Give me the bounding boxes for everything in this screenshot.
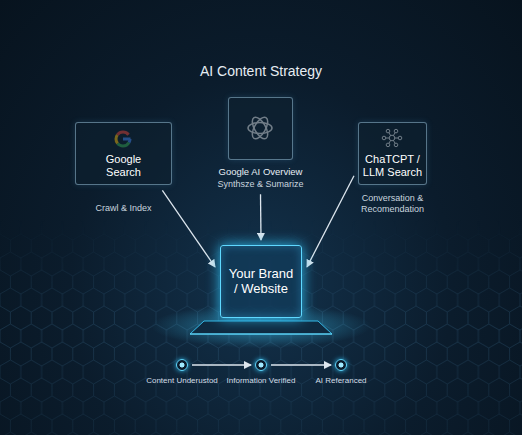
node-caption: Conversation & Recomendation [353, 193, 433, 214]
node-label: ChaTCPT / LLM Search [362, 153, 423, 178]
step-dot: Content Underustod [144, 359, 220, 385]
hex-floor [0, 220, 522, 435]
node-label: Google Search [97, 153, 151, 178]
flow-arrow [260, 194, 262, 240]
node-caption: Synthsze & Sumarize [217, 179, 303, 189]
platform [190, 321, 332, 334]
node-frame: Your Brand / Website [220, 245, 302, 318]
node-caption: Information Verified [227, 376, 296, 385]
overview-box: Google AI OverviewSynthsze & Sumarize [199, 97, 323, 189]
node-label: Your Brand / Website [226, 267, 296, 297]
step-circle [176, 359, 188, 371]
brand-box: Your Brand / Website [220, 245, 302, 318]
node-caption: Content Underustod [146, 376, 218, 385]
flow-arrow [162, 190, 215, 267]
step-circle [255, 359, 267, 371]
node-frame: Google Search [75, 122, 172, 185]
node-caption: Crawl & Index [95, 203, 151, 213]
node-caption: AI Referanced [315, 376, 366, 385]
step-circle [335, 359, 347, 371]
step-dot: AI Referanced [306, 359, 376, 385]
flow-arrow [192, 364, 251, 365]
node-frame: ChaTCPT / LLM Search [358, 122, 427, 185]
node-caption: Google AI Overview [219, 167, 303, 178]
platform-edge [190, 333, 332, 334]
llm-box: ChaTCPT / LLM SearchConversation & Recom… [333, 122, 453, 214]
search-box: Google SearchCrawl & Index [62, 122, 186, 214]
node-frame [228, 97, 293, 160]
diagram-title: AI Content Strategy [0, 63, 522, 79]
step-dot: Information Verified [221, 359, 301, 385]
flow-arrow [307, 176, 354, 267]
flow-arrow [271, 364, 331, 365]
